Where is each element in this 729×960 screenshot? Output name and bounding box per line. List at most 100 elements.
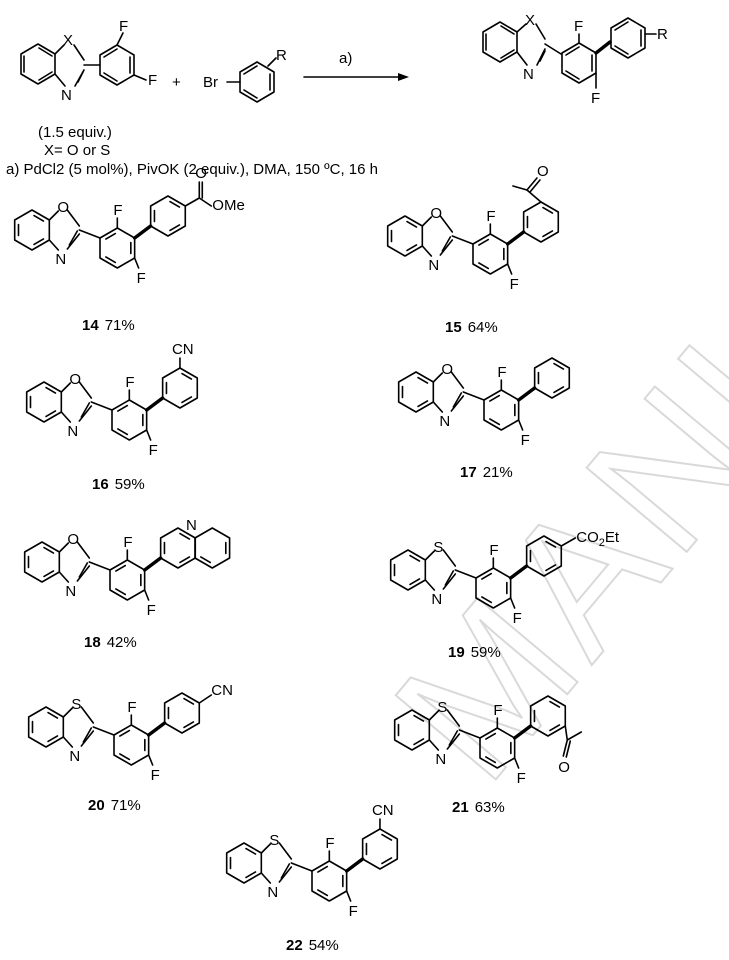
fluoro-label: F [517, 770, 526, 787]
reaction-scheme: X N F F + Br R a) [6, 12, 668, 178]
reactant-f2-label: F [148, 72, 157, 89]
compound-caption: 19 59% [448, 644, 501, 661]
nitrogen-label: N [267, 884, 278, 901]
heteroatom-label: O [430, 205, 442, 222]
bromide-r-label: R [276, 47, 287, 64]
compound-22: S N F F CN 22 54% [225, 802, 399, 954]
arrow-label: a) [339, 50, 352, 67]
compound-yield: 59% [471, 644, 501, 661]
ketone-oxygen-label: O [537, 163, 549, 180]
reactant-benzazole: X N F F [20, 18, 157, 104]
compound-16: O N F F CN 16 59% [25, 341, 199, 493]
fluoro-label: F [151, 767, 160, 784]
ester-label: OMe [212, 197, 245, 214]
fluoro-label: F [149, 442, 158, 459]
compound-yield: 42% [107, 634, 137, 651]
nitrogen-label: N [69, 748, 80, 765]
reactant-x-label: X [63, 32, 73, 49]
compound-number: 22 [286, 937, 303, 954]
fluoro-label: F [521, 432, 530, 449]
compound-number: 18 [84, 634, 101, 651]
nitrogen-label: N [431, 591, 442, 608]
compound-14: O N F F O OMe 14 71% [13, 165, 245, 334]
compound-yield: 59% [115, 476, 145, 493]
heteroatom-label: S [437, 699, 447, 716]
reaction-arrow: a) [303, 50, 409, 81]
bromide-br-label: Br [203, 74, 218, 91]
heteroatom-label: S [433, 539, 443, 556]
quinoline-nitrogen-label: N [186, 517, 197, 534]
nitrogen-label: N [67, 423, 78, 440]
heteroatom-label: S [71, 696, 81, 713]
heteroatom-label: O [69, 371, 81, 388]
compound-yield: 54% [309, 937, 339, 954]
reactant-f1-label: F [119, 18, 128, 35]
compound-number: 16 [92, 476, 109, 493]
nitrile-label: CN [172, 341, 194, 358]
carbonyl-oxygen-label: O [195, 165, 207, 182]
fluoro-label: F [486, 208, 495, 225]
compound-number: 19 [448, 644, 465, 661]
nitrogen-label: N [439, 413, 450, 430]
product-x-label: X [525, 12, 535, 29]
product-r-label: R [657, 26, 668, 43]
compound-caption: 17 21% [460, 464, 513, 481]
nitrogen-label: N [55, 251, 66, 268]
fluoro-label: F [349, 903, 358, 920]
compound-caption: 14 71% [82, 317, 135, 334]
fluoro-label: F [493, 702, 502, 719]
nitrile-label: CN [211, 682, 233, 699]
nitrogen-label: N [65, 583, 76, 600]
product-structures: O N F F O OMe 14 71% O N F F O 15 64% O N F F CN 16 59% O N F F 17… [13, 163, 620, 954]
nitrogen-label: N [428, 257, 439, 274]
compound-number: 15 [445, 319, 462, 336]
compound-number: 14 [82, 317, 99, 334]
equiv-note: (1.5 equiv.) [38, 124, 112, 141]
reaction-conditions: a) PdCl2 (5 mol%), PivOK (2 equiv.), DMA… [6, 161, 378, 178]
compound-17: O N F F 17 21% [397, 357, 571, 481]
general-product: X N F F R [482, 12, 668, 107]
compound-number: 21 [452, 799, 469, 816]
fluoro-label: F [123, 534, 132, 551]
nitrile-label: CN [372, 802, 394, 819]
ester-label: CO2Et [576, 529, 620, 549]
fluoro-label: F [147, 602, 156, 619]
fluoro-label: F [325, 835, 334, 852]
compound-caption: 15 64% [445, 319, 498, 336]
compound-caption: 22 54% [286, 937, 339, 954]
compound-18: O N F F N 18 42% [23, 517, 231, 651]
fluoro-label: F [489, 542, 498, 559]
compound-15: O N F F O 15 64% [386, 163, 560, 336]
x-definition: X= O or S [44, 142, 110, 159]
heteroatom-label: O [57, 199, 69, 216]
reactant-aryl-bromide: Br R [203, 47, 287, 103]
compound-yield: 63% [475, 799, 505, 816]
compound-yield: 64% [468, 319, 498, 336]
heteroatom-label: O [67, 531, 79, 548]
compound-yield: 71% [105, 317, 135, 334]
compound-caption: 16 59% [92, 476, 145, 493]
product-n-label: N [523, 66, 534, 83]
fluoro-label: F [137, 270, 146, 287]
product-f1-label: F [574, 18, 583, 35]
compound-caption: 21 63% [452, 799, 505, 816]
compound-yield: 21% [483, 464, 513, 481]
compound-yield: 71% [111, 797, 141, 814]
compound-number: 17 [460, 464, 477, 481]
heteroatom-label: O [441, 361, 453, 378]
compound-caption: 18 42% [84, 634, 137, 651]
compound-number: 20 [88, 797, 105, 814]
product-f2-label: F [591, 90, 600, 107]
fluoro-label: F [125, 374, 134, 391]
plus-sign: + [172, 74, 181, 91]
reactant-n-label: N [61, 87, 72, 104]
compound-caption: 20 71% [88, 797, 141, 814]
fluoro-label: F [497, 364, 506, 381]
fluoro-label: F [510, 276, 519, 293]
fluoro-label: F [113, 202, 122, 219]
heteroatom-label: S [269, 832, 279, 849]
